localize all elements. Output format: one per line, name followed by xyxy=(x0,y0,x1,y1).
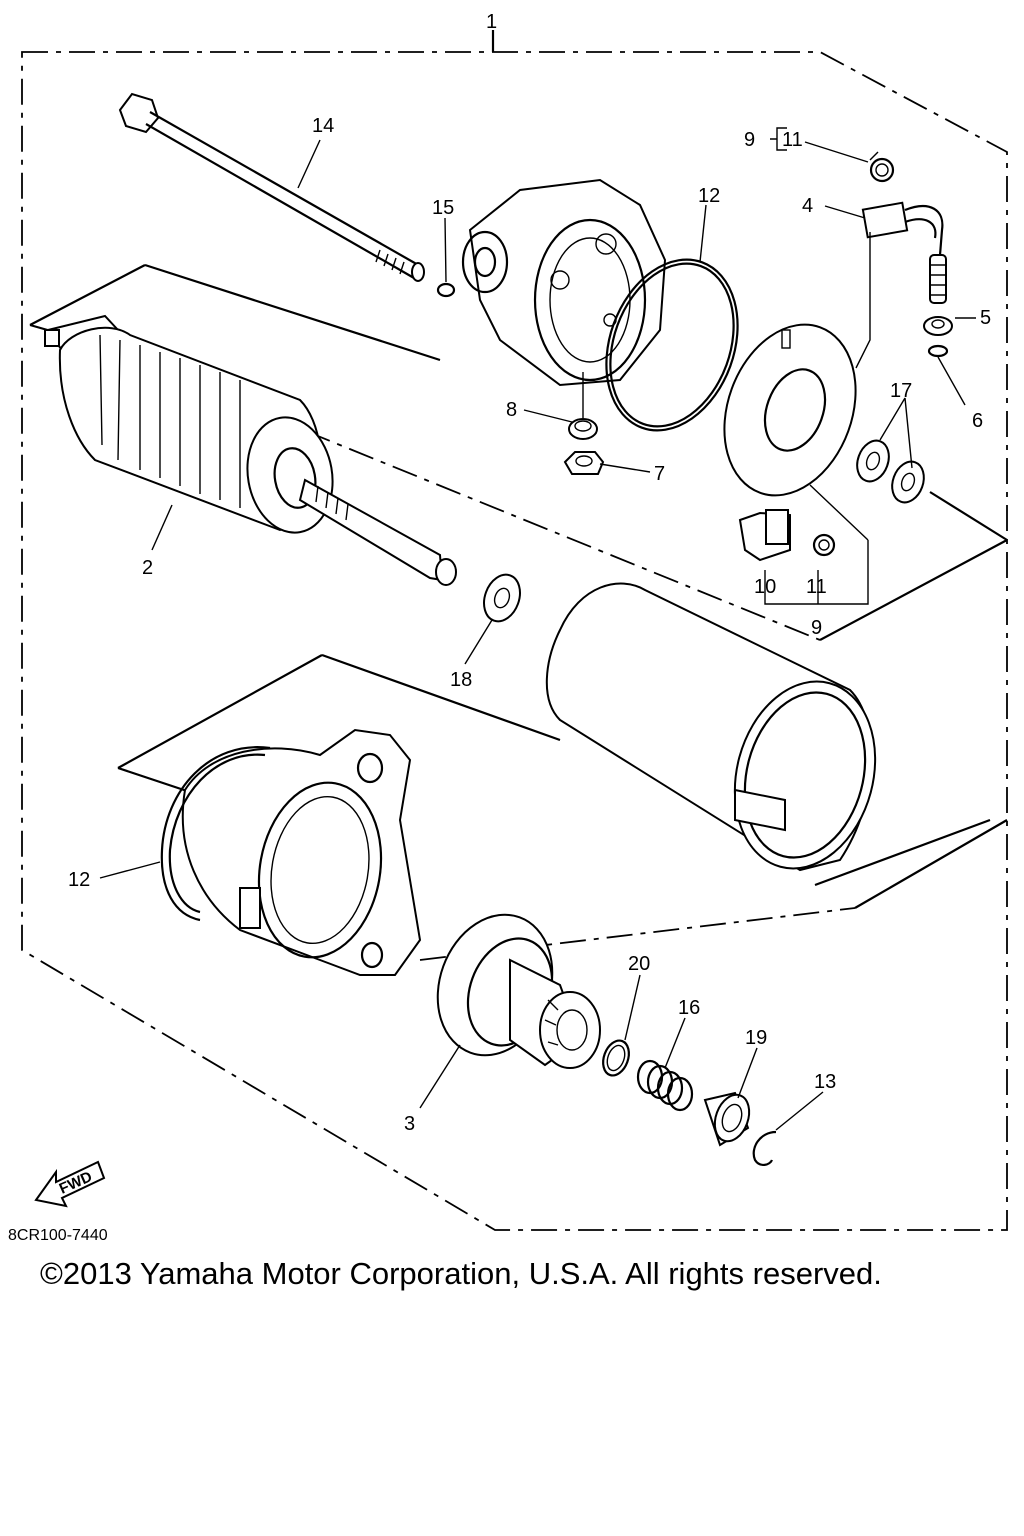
label-o-ring-6: 6 xyxy=(972,410,983,432)
yoke-part xyxy=(545,582,877,872)
label-ring-20: 20 xyxy=(628,953,650,975)
label-brush-set-top-item: 11 xyxy=(782,129,803,151)
label-brush-set-top: 9 xyxy=(744,129,755,151)
spring-16-part xyxy=(636,1059,694,1112)
bolt-part xyxy=(118,92,425,282)
o-ring-12-top-part xyxy=(605,258,739,432)
label-o-ring-12-bottom: 12 xyxy=(68,869,90,891)
label-spring-11: 11 xyxy=(806,576,827,598)
label-brush-lead: 4 xyxy=(802,195,813,217)
washer-8-part xyxy=(568,418,598,440)
grommet-part xyxy=(923,316,953,336)
brush-plate-part xyxy=(723,323,857,497)
label-circlip: 13 xyxy=(814,1071,836,1093)
front-cover-part xyxy=(181,728,422,976)
label-bolt: 14 xyxy=(312,115,334,137)
fwd-label: FWD xyxy=(57,1168,95,1197)
label-armature: 2 xyxy=(142,557,153,579)
label-grommet: 5 xyxy=(980,307,991,329)
lower-plane-lines xyxy=(117,653,1008,909)
spring-11-top-part xyxy=(869,151,895,183)
ring-20-part xyxy=(602,1039,630,1077)
label-clutch: 3 xyxy=(404,1113,415,1135)
armature-part xyxy=(44,314,457,586)
o-ring-6-part xyxy=(927,344,949,358)
label-washer-set: 17 xyxy=(890,380,912,402)
label-o-ring-15: 15 xyxy=(432,197,454,219)
label-brush-set-bottom: 9 xyxy=(811,617,822,639)
leader-lines xyxy=(99,127,976,1131)
part-code: 8CR100-7440 xyxy=(8,1227,108,1244)
label-assembly: 1 xyxy=(486,11,497,33)
assembly-boundary xyxy=(21,51,1008,1231)
label-collar: 19 xyxy=(745,1027,767,1049)
nut-7-part xyxy=(563,451,605,475)
brush-lead-part xyxy=(861,201,947,304)
circlip-part xyxy=(752,1130,777,1166)
collar-part xyxy=(703,1091,751,1147)
label-spring-16: 16 xyxy=(678,997,700,1019)
o-ring-12-bottom-part xyxy=(160,746,271,922)
fwd-arrow-icon: FWD xyxy=(34,1160,106,1208)
rear-cover-part xyxy=(461,178,667,387)
label-nut: 7 xyxy=(654,463,665,485)
label-washer-8: 8 xyxy=(506,399,517,421)
brush-holder-part xyxy=(738,509,836,562)
copyright-notice: ©2013 Yamaha Motor Corporation, U.S.A. A… xyxy=(40,1256,882,1291)
o-ring-15-part xyxy=(436,282,456,298)
washer-set-part xyxy=(856,439,925,504)
label-brush-holder: 10 xyxy=(754,576,776,598)
label-o-ring-12-top: 12 xyxy=(698,185,720,207)
label-washer-18: 18 xyxy=(450,669,472,691)
clutch-part xyxy=(436,913,601,1069)
washer-18-part xyxy=(483,573,521,623)
